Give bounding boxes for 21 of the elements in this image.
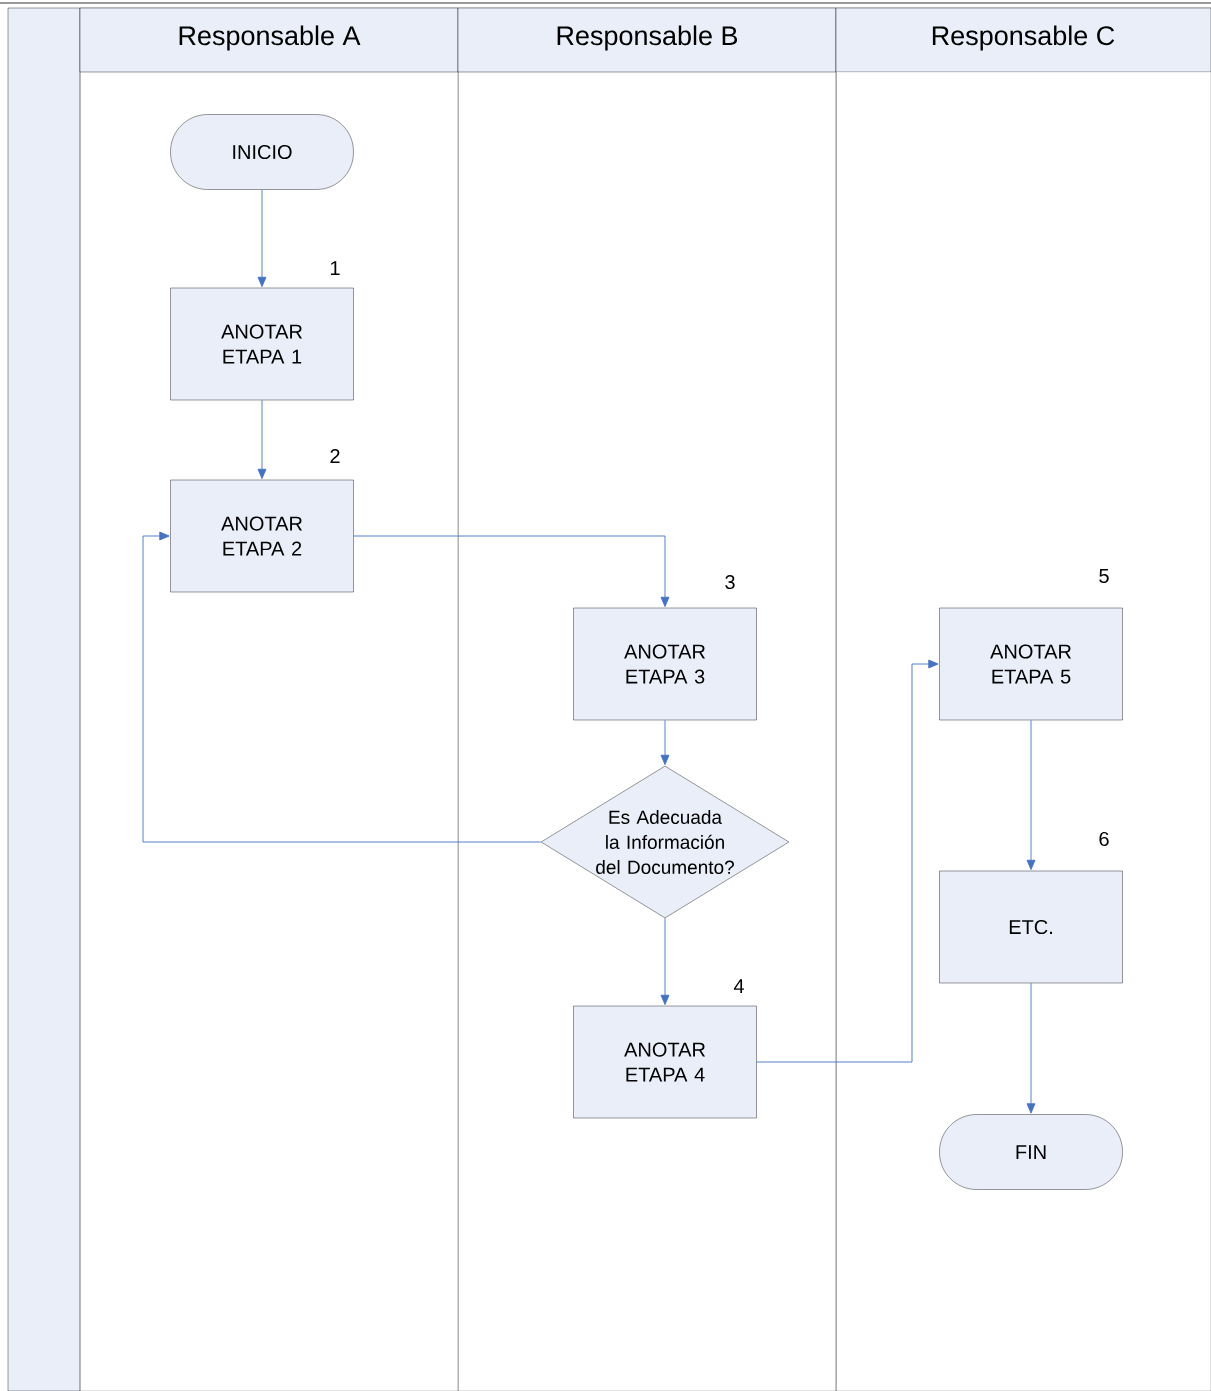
step-number: 2 bbox=[330, 449, 340, 463]
arrow bbox=[660, 917, 670, 1006]
step-number: 6 bbox=[1099, 831, 1109, 847]
process-box: ANOTAR ETAPA 3 bbox=[573, 607, 757, 721]
step-number: 3 bbox=[725, 574, 735, 590]
arrow bbox=[257, 399, 267, 480]
process-box: ETC. bbox=[939, 870, 1123, 984]
step-number: 1 bbox=[330, 261, 340, 275]
arrow bbox=[1026, 982, 1036, 1114]
arrow bbox=[353, 535, 670, 608]
process-box: ANOTAR ETAPA 4 bbox=[573, 1005, 757, 1119]
arrow bbox=[756, 659, 939, 1063]
arrow bbox=[257, 189, 267, 288]
step-number: 5 bbox=[1099, 569, 1109, 583]
process-box: ANOTAR ETAPA 1 bbox=[170, 287, 354, 401]
step-number: 4 bbox=[733, 979, 744, 993]
arrow bbox=[660, 719, 670, 766]
arrow bbox=[1026, 719, 1036, 871]
process-box: ANOTAR ETAPA 5 bbox=[939, 607, 1123, 721]
arrow bbox=[142, 531, 542, 843]
process-box: ANOTAR ETAPA 2 bbox=[170, 479, 354, 593]
